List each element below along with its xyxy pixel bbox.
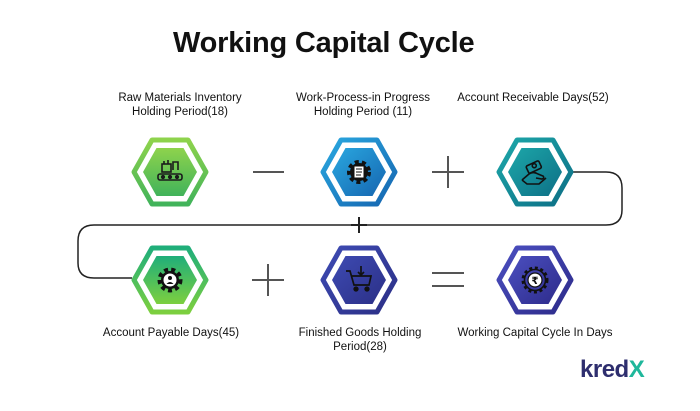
label-account-receivable: Account Receivable Days(52) xyxy=(457,92,609,104)
label-account-payable: Account Payable Days(45) xyxy=(102,327,240,339)
gear-person-icon xyxy=(157,267,183,293)
svg-text:₹: ₹ xyxy=(532,276,539,287)
label-raw-materials: Raw Materials Inventory Holding Period(1… xyxy=(118,92,242,118)
gear-document-icon xyxy=(347,160,371,184)
label-work-in-progress: Work-Process-in Progress Holding Period … xyxy=(296,92,430,118)
plus-operator-bottom xyxy=(252,264,284,296)
cycle-connector-line xyxy=(77,171,623,279)
step-account-receivable xyxy=(496,137,574,207)
step-account-payable xyxy=(131,245,209,315)
plus-operator-top xyxy=(432,156,464,188)
brand-name-accent: X xyxy=(628,356,645,383)
page-title: Working Capital Cycle xyxy=(173,27,475,59)
brand-logo: kredX xyxy=(580,356,645,384)
brand-name-main: kred xyxy=(580,356,629,383)
equals-operator xyxy=(432,272,464,287)
step-raw-materials xyxy=(131,137,209,207)
plus-operator-connector xyxy=(351,217,367,233)
step-working-capital-cycle: ₹ xyxy=(496,245,574,315)
shopping-cart-icon xyxy=(346,266,373,292)
conveyor-factory-icon xyxy=(157,160,183,181)
hand-cash-icon xyxy=(521,160,547,185)
rupee-gear-icon: ₹ xyxy=(521,266,549,294)
label-working-capital-cycle: Working Capital Cycle In Days xyxy=(457,327,613,339)
label-finished-goods: Finished Goods Holding Period(28) xyxy=(298,327,422,353)
step-work-in-progress xyxy=(320,137,398,207)
step-finished-goods xyxy=(320,245,398,315)
